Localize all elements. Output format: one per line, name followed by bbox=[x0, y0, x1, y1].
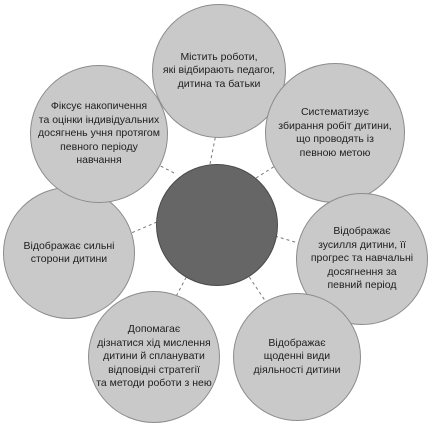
connector-lower-right bbox=[245, 271, 269, 306]
petal-upper-left-text: Фіксує накопичення та оцінки індивідуаль… bbox=[38, 100, 160, 167]
petal-left: Відображає сильні сторони дитини bbox=[3, 187, 135, 319]
petal-top: Містить роботи, які відбирають педагог, … bbox=[152, 4, 286, 138]
petal-lower-right-text: Відображає щоденні види діяльності дитин… bbox=[253, 336, 341, 376]
petal-lower-right: Відображає щоденні види діяльності дитин… bbox=[233, 293, 361, 421]
petal-left-text: Відображає сильні сторони дитини bbox=[23, 239, 115, 266]
petal-right: Відображає зусилля дитини, її прогрес та… bbox=[296, 193, 428, 325]
connector-left bbox=[128, 221, 158, 235]
petal-right-text: Відображає зусилля дитини, її прогрес та… bbox=[310, 225, 414, 292]
petal-upper-left: Фіксує накопичення та оцінки індивідуаль… bbox=[30, 65, 168, 203]
petal-upper-right-text: Систематизує збирання робіт дитини, що п… bbox=[278, 106, 392, 159]
petal-lower-left-text: Допомагає дізнатися хід мислення дитини … bbox=[96, 323, 212, 390]
petal-upper-right: Систематизує збирання робіт дитини, що п… bbox=[265, 63, 405, 203]
petal-top-text: Містить роботи, які відбирають педагог, … bbox=[162, 50, 276, 90]
center-hub bbox=[156, 164, 278, 286]
petal-lower-left: Допомагає дізнатися хід мислення дитини … bbox=[88, 291, 220, 423]
